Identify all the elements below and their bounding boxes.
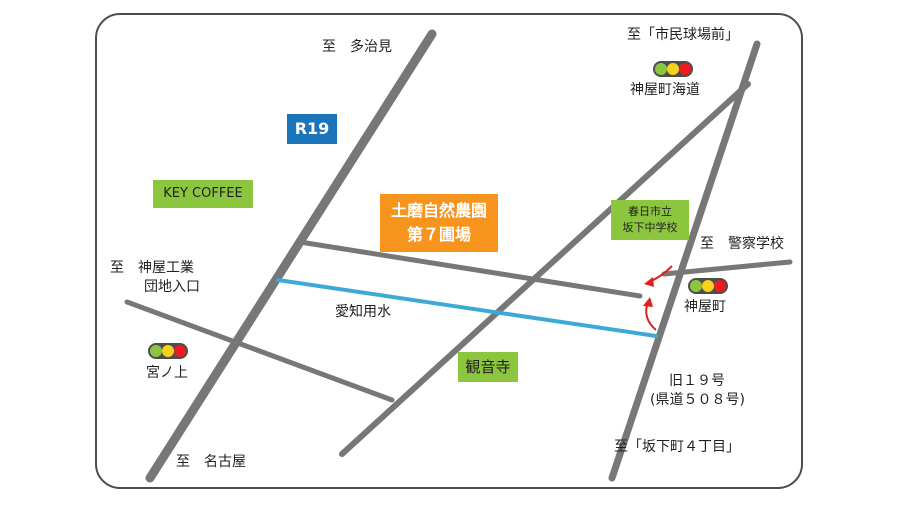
dest-sakashita: 至「坂下町４丁目」 [614, 439, 740, 455]
traffic-light-icon [148, 343, 188, 359]
road-west [124, 299, 395, 403]
signal-kamiya-kaido: 神屋町海道 [630, 82, 700, 98]
farm-label-line1: 土磨自然農園 [390, 201, 487, 220]
key-coffee-label: KEY COFFEE [153, 180, 253, 208]
signal-yellow-dot [702, 280, 714, 292]
road-r19 [145, 29, 437, 483]
signal-green-dot [655, 63, 667, 75]
signal-miyanokami: 宮ノ上 [146, 365, 188, 381]
farm-label: 土磨自然農園 第７圃場 [380, 194, 498, 252]
dest-nagoya: 至 名古屋 [176, 454, 246, 470]
dest-kamiya-kogyo: 至 神屋工業 団地入口 [110, 259, 200, 297]
signal-red-dot [679, 63, 691, 75]
dest-shimin-kyujo: 至「市民球場前」 [627, 27, 739, 43]
dest-kamiya-kogyo-line1: 至 神屋工業 [110, 260, 194, 276]
road-diagonal [339, 81, 751, 457]
aichi-water-label: 愛知用水 [335, 304, 391, 320]
signal-yellow-dot [162, 345, 174, 357]
old-route-line2: (県道５０８号) [650, 392, 745, 408]
map-frame [95, 13, 803, 489]
road-east [661, 259, 793, 277]
signal-green-dot [690, 280, 702, 292]
road-upper-horizontal [297, 239, 643, 299]
aichi-water-canal [276, 278, 658, 338]
old-route-line1: 旧１９号 [669, 373, 725, 389]
route-r19-shield: R19 [287, 114, 337, 144]
traffic-light-icon [653, 61, 693, 77]
dest-tajimi: 至 多治見 [322, 39, 392, 55]
traffic-light-icon [688, 278, 728, 294]
school-label: 春日市立 坂下中学校 [611, 200, 689, 240]
turn-arrow-lower-head [643, 297, 653, 307]
signal-red-dot [714, 280, 726, 292]
signal-yellow-dot [667, 63, 679, 75]
farm-label-line2: 第７圃場 [406, 225, 471, 244]
dest-keisatsu: 至 警察学校 [700, 236, 784, 252]
dest-kamiya-kogyo-line2: 団地入口 [144, 279, 200, 295]
signal-red-dot [174, 345, 186, 357]
school-label-line2: 坂下中学校 [622, 221, 678, 234]
school-label-line1: 春日市立 [628, 205, 672, 218]
road-old-19 [608, 40, 761, 482]
turn-arrow-upper-head [644, 277, 654, 287]
signal-green-dot [150, 345, 162, 357]
kannonji-label: 観音寺 [458, 352, 518, 382]
old-route-label: 旧１９号 (県道５０８号) [650, 372, 745, 410]
signal-kamiya: 神屋町 [684, 299, 726, 315]
